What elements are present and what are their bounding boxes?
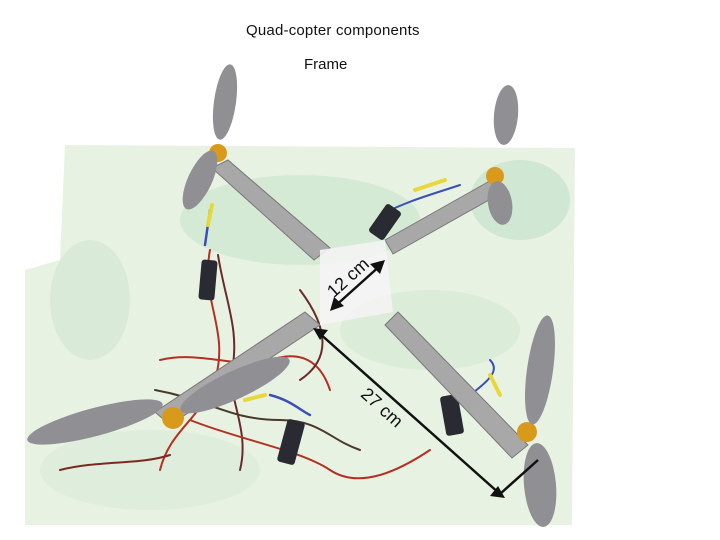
esc-modules xyxy=(198,204,464,465)
dimension-arrow-short xyxy=(330,260,385,311)
propellers xyxy=(27,64,557,527)
dimension-arrow-long xyxy=(313,328,539,498)
slide-title: Quad-copter components xyxy=(246,22,420,39)
slide-subtitle: Frame xyxy=(304,56,348,73)
frame-arms xyxy=(154,159,529,459)
